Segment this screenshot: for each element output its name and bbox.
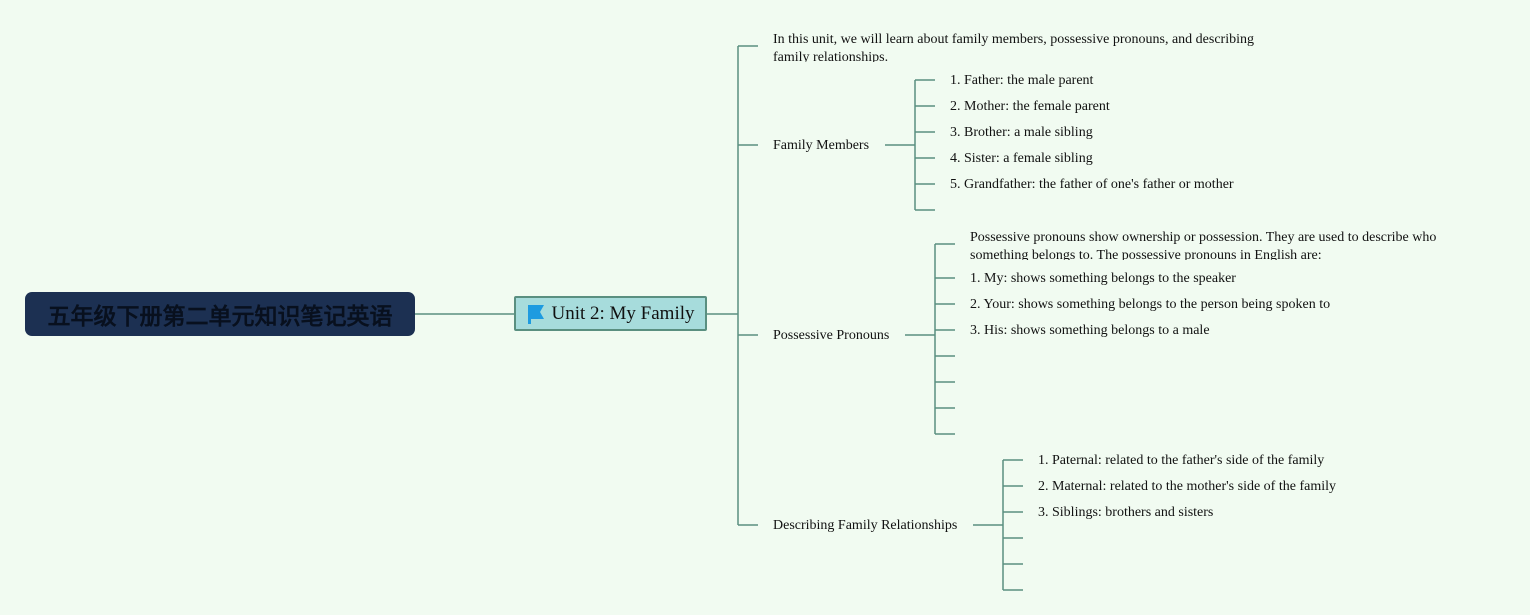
root-topic[interactable]: 五年级下册第二单元知识笔记英语 — [25, 292, 415, 336]
main-topic-label: Unit 2: My Family — [551, 302, 695, 324]
family-member-item[interactable]: 5. Grandfather: the father of one's fath… — [950, 177, 1234, 192]
possessive-pronouns-topic[interactable]: Possessive Pronouns — [773, 328, 890, 343]
possessive-pronoun-item[interactable]: 1. My: shows something belongs to the sp… — [970, 271, 1236, 286]
family-members-topic[interactable]: Family Members — [773, 138, 870, 153]
main-topic[interactable]: Unit 2: My Family — [514, 296, 707, 331]
family-member-item[interactable]: 1. Father: the male parent — [950, 73, 1094, 88]
root-topic-label: 五年级下册第二单元知识笔记英语 — [47, 304, 393, 330]
relationships-topic[interactable]: Describing Family Relationships — [773, 518, 958, 533]
flag-icon — [528, 304, 545, 324]
intro-topic[interactable]: In this unit, we will learn about family… — [773, 32, 1254, 62]
possessive-pronoun-item[interactable]: 3. His: shows something belongs to a mal… — [970, 323, 1210, 338]
relationship-item[interactable]: 3. Siblings: brothers and sisters — [1038, 505, 1214, 520]
relationship-item[interactable]: 1. Paternal: related to the father's sid… — [1038, 453, 1325, 468]
possessive-pronouns-description[interactable]: Possessive pronouns show ownership or po… — [970, 230, 1437, 260]
family-member-item[interactable]: 4. Sister: a female sibling — [950, 151, 1093, 166]
family-member-item[interactable]: 3. Brother: a male sibling — [950, 125, 1093, 140]
relationship-item[interactable]: 2. Maternal: related to the mother's sid… — [1038, 479, 1336, 494]
family-member-item[interactable]: 2. Mother: the female parent — [950, 99, 1110, 114]
possessive-pronoun-item[interactable]: 2. Your: shows something belongs to the … — [970, 297, 1331, 312]
